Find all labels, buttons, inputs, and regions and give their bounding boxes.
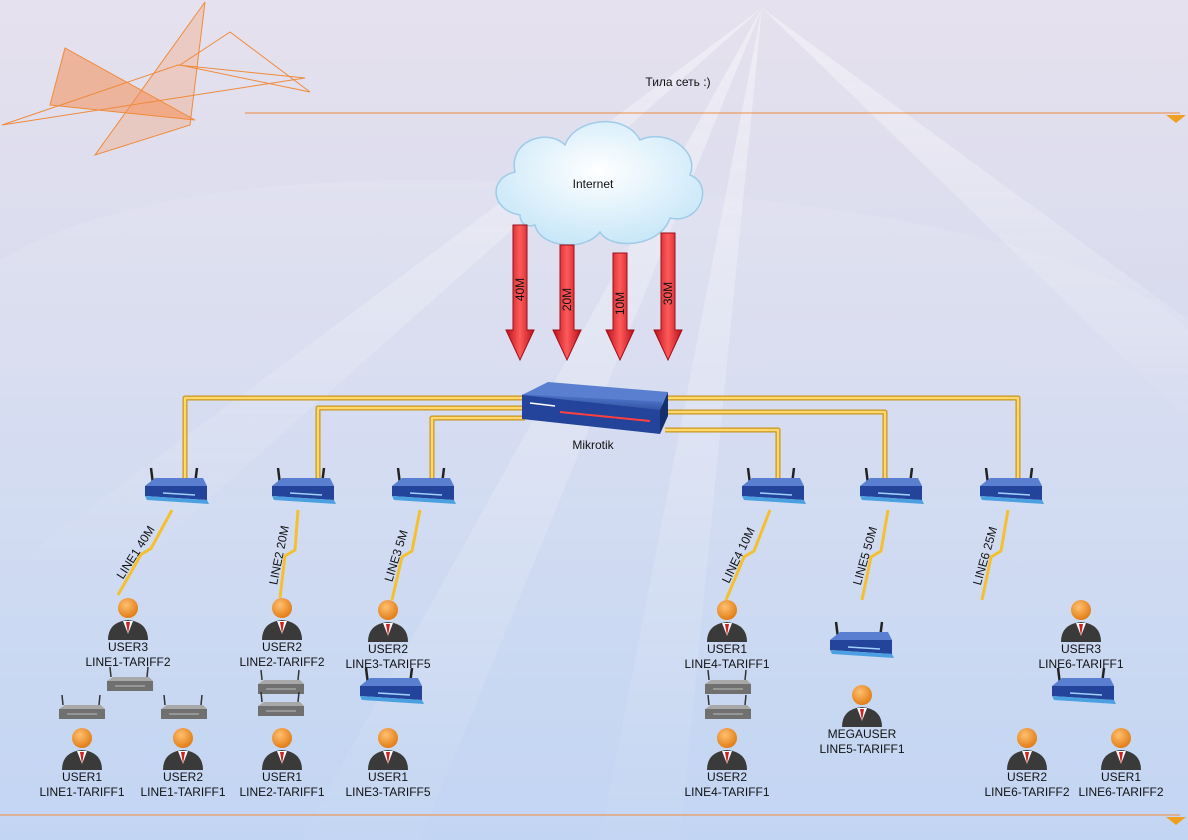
user-tariff: LINE5-TARIFF1: [819, 742, 904, 756]
user-name: USER1: [1101, 770, 1141, 784]
cpe-router-icon: [161, 694, 207, 719]
user-tariff: LINE3-TARIFF5: [345, 657, 430, 671]
user-name: USER1: [707, 642, 747, 656]
internet-label: Internet: [573, 177, 614, 191]
access-point-icon: [360, 667, 424, 704]
top-marker-icon: [1166, 115, 1186, 123]
user-tariff: LINE3-TARIFF5: [345, 785, 430, 799]
decorative-triangles: [1, 1, 311, 156]
access-point-icon: [145, 467, 209, 504]
access-point-icon: [980, 467, 1044, 504]
cpe-router-icon: [705, 669, 751, 694]
access-point-icon: [860, 467, 924, 504]
access-point-icon: [272, 467, 336, 504]
user-name: USER1: [262, 770, 302, 784]
user-tariff: LINE6-TARIFF2: [984, 785, 1069, 799]
access-points: [145, 467, 1044, 504]
user-name: USER1: [368, 770, 408, 784]
user-tariff: LINE4-TARIFF1: [684, 785, 769, 799]
user-name: USER2: [1007, 770, 1047, 784]
cpe-router-icon: [705, 694, 751, 719]
user-tariff: LINE1-TARIFF1: [39, 785, 124, 799]
user-tariff: LINE2-TARIFF2: [239, 655, 324, 669]
uplink-arrow: 40M: [505, 224, 535, 362]
uplink-arrow: 10M: [605, 252, 635, 362]
uplink-speed-label: 30M: [661, 282, 675, 305]
uplink-arrow: 20M: [552, 244, 582, 362]
user-name: USER2: [262, 640, 302, 654]
uplink-speed-label: 10M: [613, 292, 627, 315]
cables: [182, 395, 1021, 480]
uplink-speed-label: 20M: [560, 288, 574, 311]
cpe-router-icon: [258, 669, 304, 694]
user-tariff: LINE4-TARIFF1: [684, 657, 769, 671]
access-point-icon: [392, 467, 456, 504]
uplink-speed-label: 40M: [513, 278, 527, 301]
user-name: USER2: [707, 770, 747, 784]
uplink-arrow: 30M: [653, 232, 683, 362]
access-point-icon: [742, 467, 806, 504]
user-name: USER1: [62, 770, 102, 784]
cpe-router-icon: [59, 694, 105, 719]
bottom-marker-icon: [1166, 817, 1186, 825]
access-point-icon: [830, 621, 894, 658]
users: USER3LINE1-TARIFF2USER1LINE1-TARIFF1USER…: [39, 598, 1164, 799]
user-tariff: LINE6-TARIFF1: [1038, 657, 1123, 671]
user-tariff: LINE6-TARIFF2: [1078, 785, 1163, 799]
mikrotik-router-icon: [522, 382, 668, 434]
router-label: Mikrotik: [572, 438, 614, 452]
cpe-devices: [59, 621, 1116, 719]
cpe-router-icon: [258, 691, 304, 716]
user-name: MEGAUSER: [828, 727, 897, 741]
user-tariff: LINE2-TARIFF1: [239, 785, 324, 799]
user-name: USER3: [1061, 642, 1101, 656]
user-name: USER3: [108, 640, 148, 654]
user-tariff: LINE1-TARIFF2: [85, 655, 170, 669]
uplink-arrows: 40M 20M 10M 30M: [505, 224, 683, 362]
user-name: USER2: [368, 642, 408, 656]
diagram-title: Тила сеть :): [645, 75, 710, 89]
user-tariff: LINE1-TARIFF1: [140, 785, 225, 799]
user-name: USER2: [163, 770, 203, 784]
access-point-icon: [1052, 667, 1116, 704]
cpe-router-icon: [107, 666, 153, 691]
